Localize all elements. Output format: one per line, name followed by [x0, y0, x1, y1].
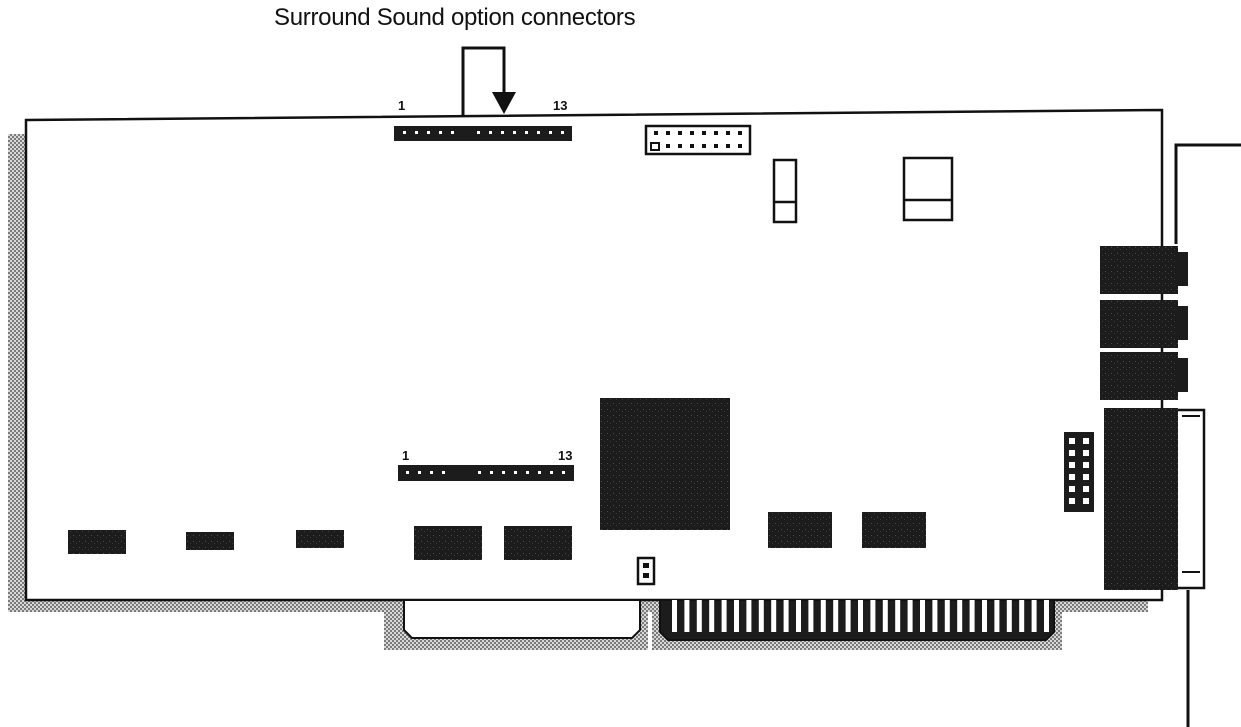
edge-finger	[957, 600, 963, 632]
side-pin-header	[1064, 432, 1094, 512]
edge-finger	[684, 600, 690, 632]
edge-finger	[932, 600, 938, 632]
db-connector	[1104, 408, 1206, 590]
edge-finger	[1044, 600, 1049, 632]
edge-finger	[696, 600, 702, 632]
edge-jumper	[636, 556, 656, 586]
edge-finger	[808, 600, 814, 632]
mounting-bracket	[1174, 143, 1241, 727]
edge-tab-short	[403, 599, 641, 639]
edge-finger	[1006, 600, 1012, 632]
edge-finger	[845, 600, 851, 632]
top-connector-pin-start: 1	[398, 98, 405, 113]
edge-connector-fingers	[659, 599, 1055, 641]
top-surround-connector: 1 13	[394, 98, 572, 141]
edge-finger	[833, 600, 839, 632]
edge-finger	[783, 600, 789, 632]
edge-finger	[982, 600, 987, 632]
bottom-connector-pin-start: 1	[402, 448, 409, 463]
audio-jacks	[1100, 246, 1188, 400]
edge-finger	[944, 600, 950, 632]
edge-finger	[820, 600, 826, 632]
edge-finger	[994, 600, 1000, 632]
bottom-surround-connector: 1 13	[398, 448, 574, 481]
edge-finger	[1019, 600, 1025, 632]
edge-finger	[870, 600, 876, 632]
edge-finger	[796, 600, 801, 632]
edge-finger	[746, 600, 752, 632]
circuit-board	[24, 108, 1164, 602]
edge-finger	[1031, 600, 1037, 632]
edge-finger	[672, 600, 677, 632]
callout-title: Surround Sound option connectors	[274, 4, 636, 31]
bottom-connector-pin-end: 13	[558, 448, 572, 463]
edge-finger	[895, 600, 901, 632]
edge-finger	[969, 600, 975, 632]
edge-finger	[771, 600, 777, 632]
jumper-small	[772, 158, 798, 224]
edge-finger	[721, 600, 727, 632]
arrowhead-top	[492, 92, 516, 114]
jumper-large	[902, 156, 954, 222]
edge-finger	[858, 600, 863, 632]
edge-finger	[920, 600, 925, 632]
top-connector-pin-end: 13	[553, 98, 567, 113]
edge-finger	[882, 600, 888, 632]
edge-finger-set	[672, 600, 1049, 632]
main-processor-chip	[600, 398, 730, 530]
edge-finger	[907, 600, 913, 632]
edge-finger	[709, 600, 715, 632]
edge-finger	[734, 600, 739, 632]
lower-chips	[68, 512, 926, 560]
dual-row-header	[644, 124, 752, 156]
edge-finger	[758, 600, 764, 632]
